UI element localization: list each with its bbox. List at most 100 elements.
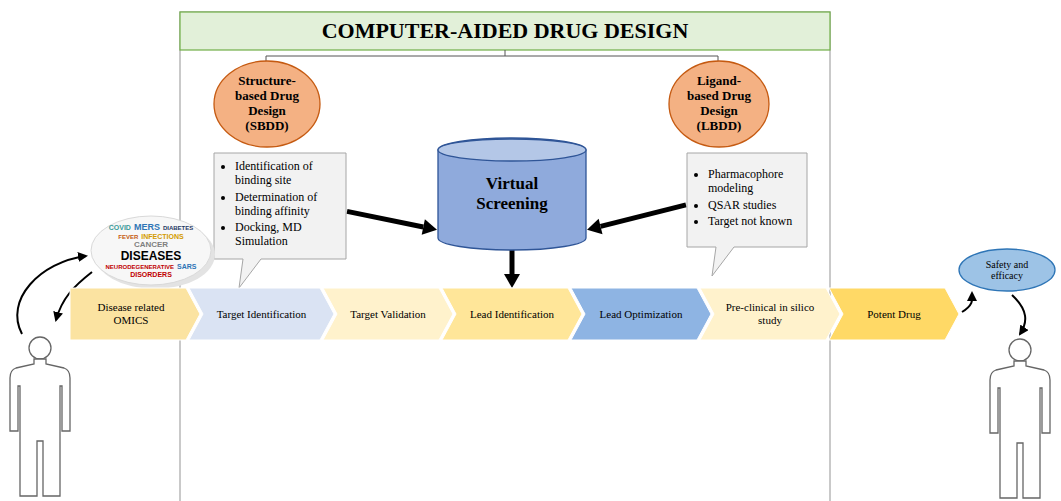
cloud-word: CANCER <box>134 241 168 249</box>
stage-chevron: Potent Drug <box>829 288 959 340</box>
cylinder-body <box>438 138 586 250</box>
node-content: Disease related OMICS <box>70 288 200 340</box>
cloud-outline <box>91 216 211 285</box>
bullet-item: Determination of binding affinity <box>235 191 339 219</box>
text-group: Ligand-based Drug Design (LBDD) <box>682 74 756 134</box>
callout-box: Identification of binding siteDeterminat… <box>213 152 347 260</box>
node-content: Identification of binding siteDeterminat… <box>213 152 347 260</box>
chevron-outline <box>323 288 453 340</box>
cloud-word: COVID <box>109 224 131 231</box>
cloud-word: DIABETES <box>163 225 193 231</box>
chevron-outline <box>829 288 959 340</box>
patient-figure <box>10 337 70 496</box>
text-group: Potent Drug <box>867 308 920 321</box>
text-group: Target Validation <box>350 308 426 321</box>
text-group: Virtual Screening <box>465 174 559 213</box>
callout-outline <box>687 153 807 276</box>
flow-arrow <box>601 205 686 227</box>
text-group: Target Identification <box>217 308 307 321</box>
node-content: Safety and efficacy <box>958 248 1056 292</box>
text-group: Lead Identification <box>470 308 554 321</box>
node-content: Virtual Screening <box>437 138 587 250</box>
bullet-item: Target not known <box>708 215 800 229</box>
node-label: Lead Identification <box>470 308 554 321</box>
title-bracket <box>266 50 718 62</box>
text-group: Pharmacophore modelingQSAR studiesTarget… <box>694 168 800 232</box>
node-label: Disease related OMICS <box>80 301 182 326</box>
bullet-item: Identification of binding site <box>235 160 339 188</box>
cloud-word: FEVER <box>118 234 138 240</box>
text-group: Pre-clinical in silico study <box>718 301 822 326</box>
node-content: Pharmacophore modelingQSAR studiesTarget… <box>686 152 808 248</box>
callout-box: Pharmacophore modelingQSAR studiesTarget… <box>686 152 808 248</box>
bullet-item: Docking, MD Simulation <box>235 221 339 249</box>
text-group: Structure-based Drug Design (SBDD) <box>227 74 307 134</box>
bullet-list: Pharmacophore modelingQSAR studiesTarget… <box>694 168 800 229</box>
node-label: Target Identification <box>217 308 307 321</box>
ellipse-outline <box>959 249 1055 291</box>
node-label: Virtual Screening <box>465 174 559 213</box>
ellipse-outline <box>214 61 320 147</box>
callout-outline <box>214 153 346 288</box>
text-group: COVIDMERSDIABETESFEVERINFECTIONSCANCERDI… <box>104 223 198 278</box>
chevron-outline <box>70 288 200 340</box>
node-label: Pre-clinical in silico study <box>718 301 822 326</box>
node-content: Lead Identification <box>442 288 582 340</box>
node-content: Target Validation <box>323 288 453 340</box>
node-label: Safety and efficacy <box>974 259 1040 282</box>
node-label: Target Validation <box>350 308 426 321</box>
arrow-head <box>504 274 520 288</box>
node-content: Target Identification <box>189 288 334 340</box>
chevron-outline <box>700 288 840 340</box>
node-content: Pre-clinical in silico study <box>700 288 840 340</box>
stage-chevron: Target Validation <box>323 288 453 340</box>
ellipse-outline <box>669 61 769 147</box>
node-content: Lead Optimization <box>571 288 711 340</box>
text-group: Identification of binding siteDeterminat… <box>221 160 339 252</box>
outcome-ellipse: Safety and efficacy <box>958 248 1056 292</box>
node-label: Structure-based Drug Design (SBDD) <box>227 74 307 134</box>
stage-chevron: Lead Identification <box>442 288 582 340</box>
cloud-word: SARS <box>177 263 196 270</box>
text-group: Lead Optimization <box>600 308 683 321</box>
cloud-word: INFECTIONS <box>141 233 183 240</box>
curved-arrow <box>962 293 972 312</box>
chevron-outline <box>189 288 334 340</box>
node-content: Structure-based Drug Design (SBDD) <box>213 60 321 148</box>
cadd-frame <box>180 12 830 501</box>
database-cylinder: Virtual Screening <box>437 138 587 250</box>
cloud-word: DISORDERS <box>130 271 172 278</box>
cloud-word: MERS <box>134 223 160 232</box>
node-content: COVIDMERSDIABETESFEVERINFECTIONSCANCERDI… <box>90 215 212 286</box>
node-content: Ligand-based Drug Design (LBDD) <box>668 60 770 148</box>
stage-chevron: Pre-clinical in silico study <box>700 288 840 340</box>
flow-arrow <box>510 250 515 274</box>
method-ellipse: Structure-based Drug Design (SBDD) <box>213 60 321 148</box>
flow-arrow <box>347 211 423 227</box>
cylinder-top <box>438 139 586 161</box>
node-label: Potent Drug <box>867 308 920 321</box>
chevron-outline <box>442 288 582 340</box>
arrow-head <box>587 219 603 235</box>
diagram-title: COMPUTER-AIDED DRUG DESIGN <box>180 12 830 50</box>
patient-figure <box>990 339 1050 498</box>
cloud-word: NEURODEGENERATIVE <box>105 264 174 270</box>
stage-chevron: Lead Optimization <box>571 288 711 340</box>
node-label: Lead Optimization <box>600 308 683 321</box>
disease-cloud: COVIDMERSDIABETESFEVERINFECTIONSCANCERDI… <box>90 215 212 286</box>
stage-chevron: Target Identification <box>189 288 334 340</box>
bullet-list: Identification of binding siteDeterminat… <box>221 160 339 249</box>
title-banner <box>180 12 830 50</box>
bullet-item: QSAR studies <box>708 199 800 213</box>
text-group: Disease related OMICS <box>80 301 182 326</box>
bullet-item: Pharmacophore modeling <box>708 168 800 196</box>
chevron-outline <box>571 288 711 340</box>
text-group: Safety and efficacy <box>974 259 1040 282</box>
curved-arrow <box>1012 295 1025 334</box>
arrow-head <box>422 219 437 235</box>
cloud-word: DISEASES <box>121 250 182 262</box>
method-ellipse: Ligand-based Drug Design (LBDD) <box>668 60 770 148</box>
node-content: Potent Drug <box>829 288 959 340</box>
node-label: Ligand-based Drug Design (LBDD) <box>682 74 756 134</box>
